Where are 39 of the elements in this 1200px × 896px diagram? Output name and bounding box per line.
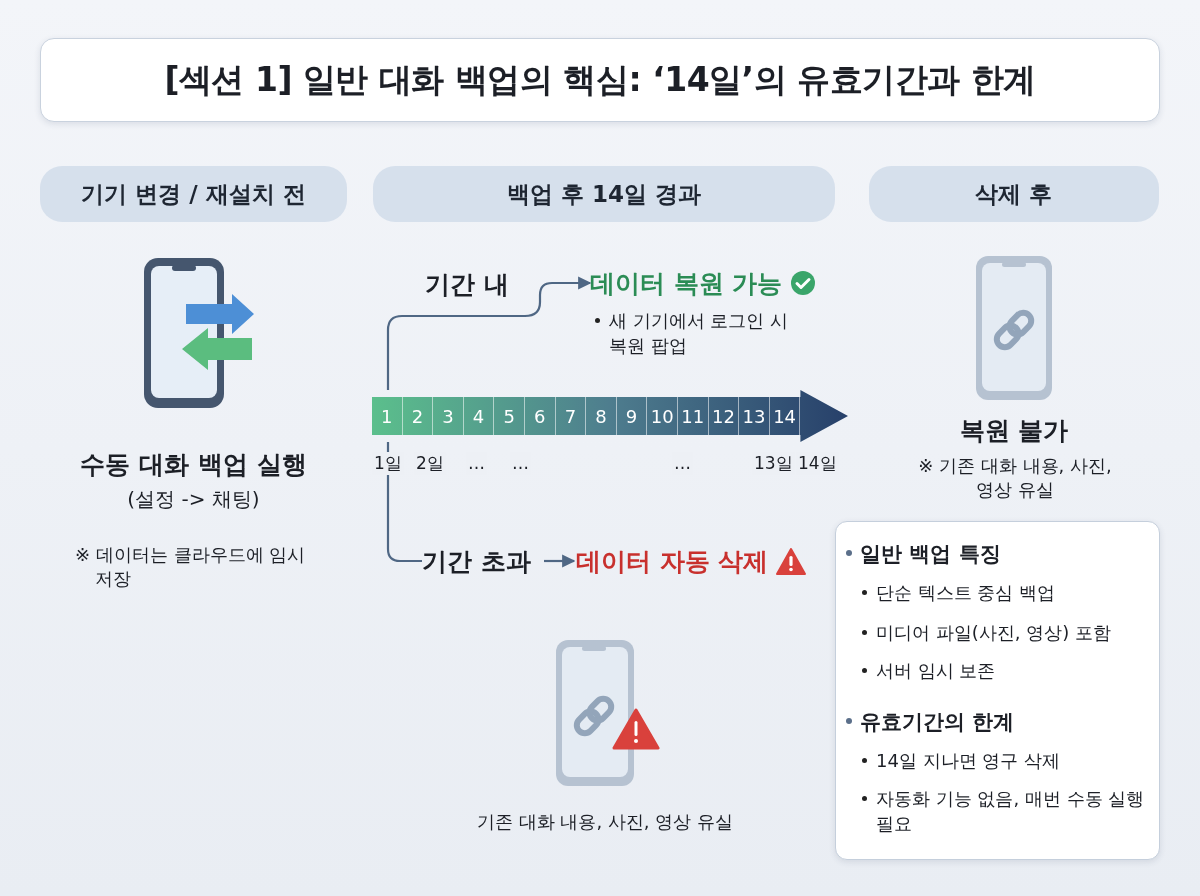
card-item: 14일 지나면 영구 삭제 [862, 748, 1161, 774]
header-pill: 기기 변경 / 재설치 전 [40, 166, 347, 222]
connector-arrow [386, 276, 592, 390]
card-heading: 일반 백업 특징 [846, 540, 1001, 568]
day-number: 3 [433, 397, 464, 435]
day-number: 9 [616, 397, 648, 435]
card-item: 단순 텍스트 중심 백업 [862, 580, 1161, 606]
day-number: 11 [678, 397, 709, 435]
day-number: 10 [647, 397, 678, 435]
status-title: 복원 불가 [958, 415, 1070, 447]
card-heading: 유효기간의 한계 [846, 708, 1015, 736]
info-card [835, 521, 1160, 860]
note-text: ※ 데이터는 클라우드에 임시 저장 [75, 543, 307, 592]
day-number: 6 [525, 397, 556, 435]
note-text: 새 기기에서 로그인 시 복원 팝업 [595, 308, 809, 359]
note-text: ※ 기존 대화 내용, 사진, 영상 유실 [917, 454, 1113, 503]
card-item: 서버 임시 보존 [862, 658, 1161, 684]
day-number: 7 [555, 397, 587, 435]
day-number: 8 [586, 397, 617, 435]
day-number: 13 [739, 397, 770, 435]
day-number: 12 [708, 397, 740, 435]
header-pill: 백업 후 14일 경과 [373, 166, 835, 222]
day-number: 1 [372, 397, 403, 435]
title-banner: [섹션 1] 일반 대화 백업의 핵심: ‘14일’의 유효기간과 한계 [40, 38, 1160, 122]
card-item: 미디어 파일(사진, 영상) 포함 [862, 620, 1161, 646]
day-number: 4 [463, 397, 495, 435]
branch-text: 기간 초과 [422, 543, 540, 579]
step-subtitle: (설정 -> 채팅) [126, 486, 261, 513]
result-text: 데이터 복원 가능 [590, 267, 783, 300]
result-text: 데이터 자동 삭제 [576, 545, 769, 578]
connector-arrow [544, 554, 576, 568]
caption-text: 기존 대화 내용, 사진, 영상 유실 [475, 810, 735, 834]
header-pill: 삭제 후 [869, 166, 1159, 222]
step-title: 수동 대화 백업 실행 [79, 449, 308, 481]
card-item: 자동화 기능 없음, 매번 수동 실행 필요 [862, 786, 1161, 837]
day-number: 5 [494, 397, 525, 435]
day-number: 14 [769, 397, 801, 435]
edge-label: 기간 내 [425, 269, 509, 301]
day-number: 2 [402, 397, 434, 435]
